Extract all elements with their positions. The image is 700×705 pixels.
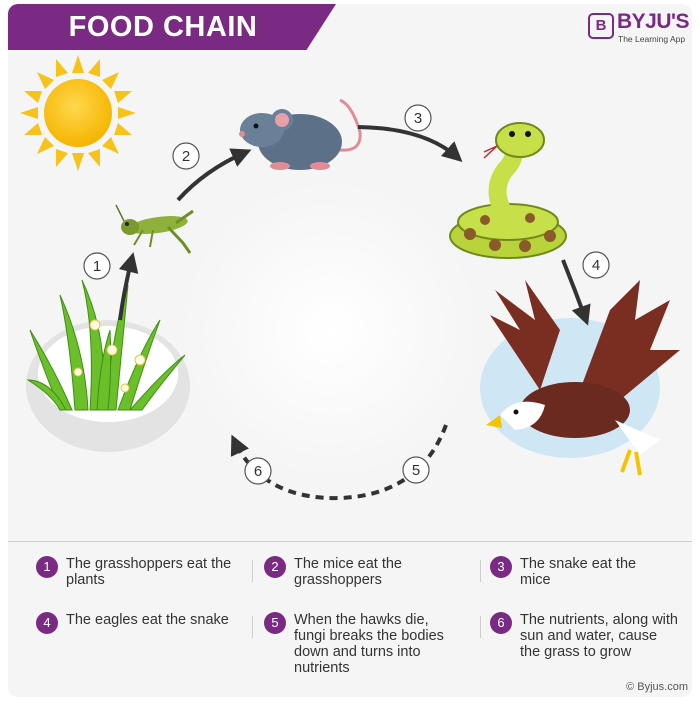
legend-number-badge: 3	[490, 556, 512, 578]
legend-number-badge: 1	[36, 556, 58, 578]
legend-number-badge: 6	[490, 612, 512, 634]
arrow-4	[561, 259, 591, 326]
legend-text: When the hawks die, fungi breaks the bod…	[294, 612, 444, 676]
step-marker-5: 5	[402, 456, 430, 484]
legend-divider	[8, 541, 692, 542]
legend-number-badge: 5	[264, 612, 286, 634]
step-marker-2: 2	[172, 142, 200, 170]
legend-text: The grasshoppers eat the plants	[66, 556, 232, 588]
brand-tagline: The Learning App	[618, 34, 686, 44]
legend-separator	[252, 616, 253, 638]
legend-text: The snake eat the mice	[520, 556, 637, 588]
center-glow	[180, 180, 480, 480]
copyright-text: © Byjus.com	[626, 681, 688, 693]
step-marker-1: 1	[83, 252, 111, 280]
step-marker-3: 3	[404, 104, 432, 132]
legend-separator	[252, 560, 253, 582]
mouse-icon	[239, 98, 362, 170]
brand-name: BYJU'S	[617, 10, 690, 33]
legend-number-badge: 4	[36, 612, 58, 634]
step-marker-4: 4	[582, 251, 610, 279]
legend-text: The nutrients, along with sun and water,…	[520, 612, 678, 660]
arrow-1	[118, 252, 139, 321]
page-title: FOOD CHAIN	[68, 11, 258, 43]
arrow-2	[176, 148, 252, 202]
legend-separator	[480, 560, 481, 582]
step-marker-6: 6	[244, 457, 272, 485]
svg-text:4: 4	[592, 257, 600, 274]
arrow-3	[357, 125, 463, 163]
byjus-logo-icon: B	[588, 13, 614, 39]
svg-text:5: 5	[412, 462, 420, 479]
svg-text:2: 2	[182, 148, 190, 165]
svg-text:6: 6	[254, 463, 262, 480]
legend-separator	[480, 616, 481, 638]
sun-icon	[20, 55, 136, 171]
legend-text: The eagles eat the snake	[66, 612, 229, 628]
eagle-icon	[480, 280, 680, 476]
title-banner: FOOD CHAIN	[8, 4, 336, 50]
snake-icon	[449, 122, 567, 259]
brand: B BYJU'S The Learning App	[588, 10, 692, 46]
svg-text:1: 1	[93, 258, 101, 275]
legend-text: The mice eat the grasshoppers	[294, 556, 402, 588]
grasshopper-icon	[115, 204, 194, 254]
grass-icon	[26, 279, 190, 452]
food-chain-diagram: 1 2 3 4 5 6	[20, 55, 680, 501]
svg-text:3: 3	[414, 110, 422, 127]
legend-number-badge: 2	[264, 556, 286, 578]
